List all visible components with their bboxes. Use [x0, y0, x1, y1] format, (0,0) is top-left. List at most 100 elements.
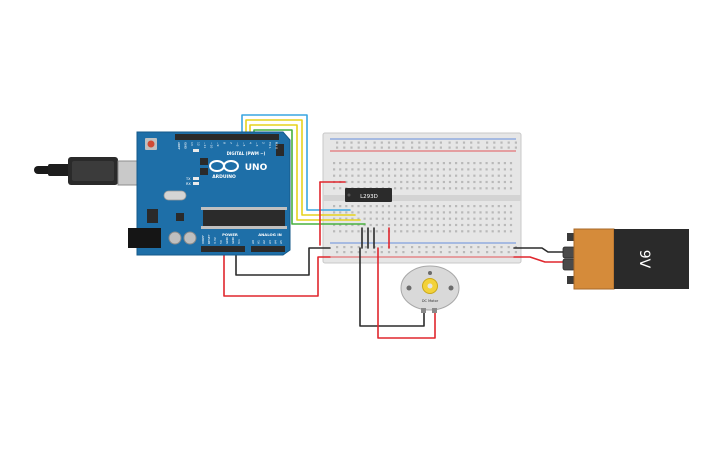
breadboard-hole[interactable] [462, 141, 466, 144]
breadboard-hole[interactable] [339, 187, 342, 190]
breadboard-hole[interactable] [491, 180, 494, 184]
breadboard-hole[interactable] [497, 174, 500, 177]
breadboard-hole[interactable] [473, 223, 476, 227]
breadboard-hole[interactable] [418, 205, 421, 208]
breadboard-hole[interactable] [375, 230, 378, 233]
breadboard-hole[interactable] [387, 251, 391, 254]
breadboard-hole[interactable] [424, 187, 427, 190]
usb-cable[interactable] [34, 157, 145, 186]
breadboard-hole[interactable] [424, 223, 427, 227]
breadboard-hole[interactable] [479, 205, 482, 208]
breadboard-hole[interactable] [467, 174, 470, 177]
power-header[interactable] [201, 246, 245, 252]
breadboard-hole[interactable] [497, 211, 500, 214]
breadboard-hole[interactable] [436, 162, 439, 165]
breadboard-hole[interactable] [503, 174, 506, 177]
breadboard-hole[interactable] [448, 146, 451, 149]
breadboard-hole[interactable] [455, 223, 458, 227]
breadboard-hole[interactable] [430, 180, 433, 184]
breadboard-hole[interactable] [467, 187, 470, 190]
wire-black-battery[interactable] [513, 247, 564, 253]
breadboard-hole[interactable] [479, 230, 482, 233]
breadboard-hole[interactable] [491, 211, 494, 214]
breadboard-hole[interactable] [442, 223, 445, 227]
motor-terminal-1[interactable] [421, 308, 426, 313]
breadboard-hole[interactable] [369, 174, 372, 177]
breadboard-hole[interactable] [461, 223, 464, 227]
breadboard-hole[interactable] [345, 180, 348, 184]
breadboard-hole[interactable] [473, 174, 476, 177]
breadboard-hole[interactable] [436, 174, 439, 177]
breadboard-hole[interactable] [387, 174, 391, 177]
breadboard-hole[interactable] [467, 217, 470, 220]
breadboard-hole[interactable] [493, 251, 496, 254]
breadboard-hole[interactable] [345, 174, 348, 177]
breadboard-hole[interactable] [424, 162, 427, 165]
breadboard-hole[interactable] [364, 146, 367, 149]
breadboard-hole[interactable] [336, 146, 339, 149]
breadboard-hole[interactable] [400, 174, 403, 177]
breadboard-hole[interactable] [479, 162, 482, 165]
breadboard-hole[interactable] [509, 168, 513, 171]
breadboard-hole[interactable] [343, 246, 346, 249]
breadboard-hole[interactable] [491, 217, 494, 220]
breadboard-hole[interactable] [424, 205, 427, 208]
breadboard-hole[interactable] [412, 223, 415, 227]
breadboard-hole[interactable] [357, 174, 360, 177]
breadboard-hole[interactable] [455, 162, 458, 165]
breadboard-hole[interactable] [436, 187, 439, 190]
breadboard-hole[interactable] [406, 174, 409, 177]
analog-header[interactable] [251, 246, 285, 252]
breadboard-hole[interactable] [439, 251, 442, 254]
breadboard-hole[interactable] [394, 162, 397, 165]
breadboard-hole[interactable] [461, 162, 464, 165]
breadboard-hole[interactable] [363, 205, 366, 208]
breadboard-hole[interactable] [479, 211, 482, 214]
breadboard-hole[interactable] [412, 162, 415, 165]
breadboard-hole[interactable] [350, 246, 353, 249]
breadboard-hole[interactable] [462, 246, 466, 249]
breadboard-hole[interactable] [503, 162, 506, 165]
breadboard-hole[interactable] [500, 141, 503, 144]
breadboard-hole[interactable] [380, 251, 383, 254]
breadboard-hole[interactable] [395, 246, 398, 249]
breadboard-hole[interactable] [503, 217, 506, 220]
breadboard-hole[interactable] [436, 211, 439, 214]
breadboard-hole[interactable] [442, 205, 445, 208]
breadboard-hole[interactable] [333, 223, 336, 227]
breadboard-hole[interactable] [369, 180, 372, 184]
breadboard-hole[interactable] [442, 174, 445, 177]
breadboard-hole[interactable] [485, 162, 488, 165]
breadboard-hole[interactable] [350, 251, 353, 254]
breadboard-hole[interactable] [357, 230, 360, 233]
breadboard-hole[interactable] [461, 205, 464, 208]
breadboard-hole[interactable] [402, 251, 405, 254]
breadboard-hole[interactable] [461, 211, 464, 214]
breadboard-hole[interactable] [394, 205, 397, 208]
breadboard-hole[interactable] [430, 223, 433, 227]
breadboard-hole[interactable] [345, 168, 348, 171]
breadboard-hole[interactable] [336, 251, 339, 254]
breadboard-hole[interactable] [461, 217, 464, 220]
breadboard-hole[interactable] [479, 223, 482, 227]
breadboard-hole[interactable] [369, 223, 372, 227]
breadboard-hole[interactable] [381, 168, 384, 171]
breadboard-hole[interactable] [412, 211, 415, 214]
breadboard-hole[interactable] [477, 146, 480, 149]
breadboard-hole[interactable] [477, 246, 480, 249]
breadboard-hole[interactable] [455, 251, 458, 254]
breadboard-hole[interactable] [497, 223, 500, 227]
breadboard-hole[interactable] [380, 141, 383, 144]
breadboard-hole[interactable] [491, 162, 494, 165]
breadboard-hole[interactable] [336, 246, 339, 249]
breadboard-hole[interactable] [375, 223, 378, 227]
breadboard-hole[interactable] [509, 174, 513, 177]
breadboard-hole[interactable] [369, 205, 372, 208]
breadboard-hole[interactable] [461, 168, 464, 171]
breadboard-hole[interactable] [503, 168, 506, 171]
breadboard-hole[interactable] [363, 217, 366, 220]
breadboard-hole[interactable] [412, 168, 415, 171]
breadboard-hole[interactable] [448, 141, 451, 144]
breadboard-hole[interactable] [387, 146, 391, 149]
breadboard-hole[interactable] [351, 230, 354, 233]
